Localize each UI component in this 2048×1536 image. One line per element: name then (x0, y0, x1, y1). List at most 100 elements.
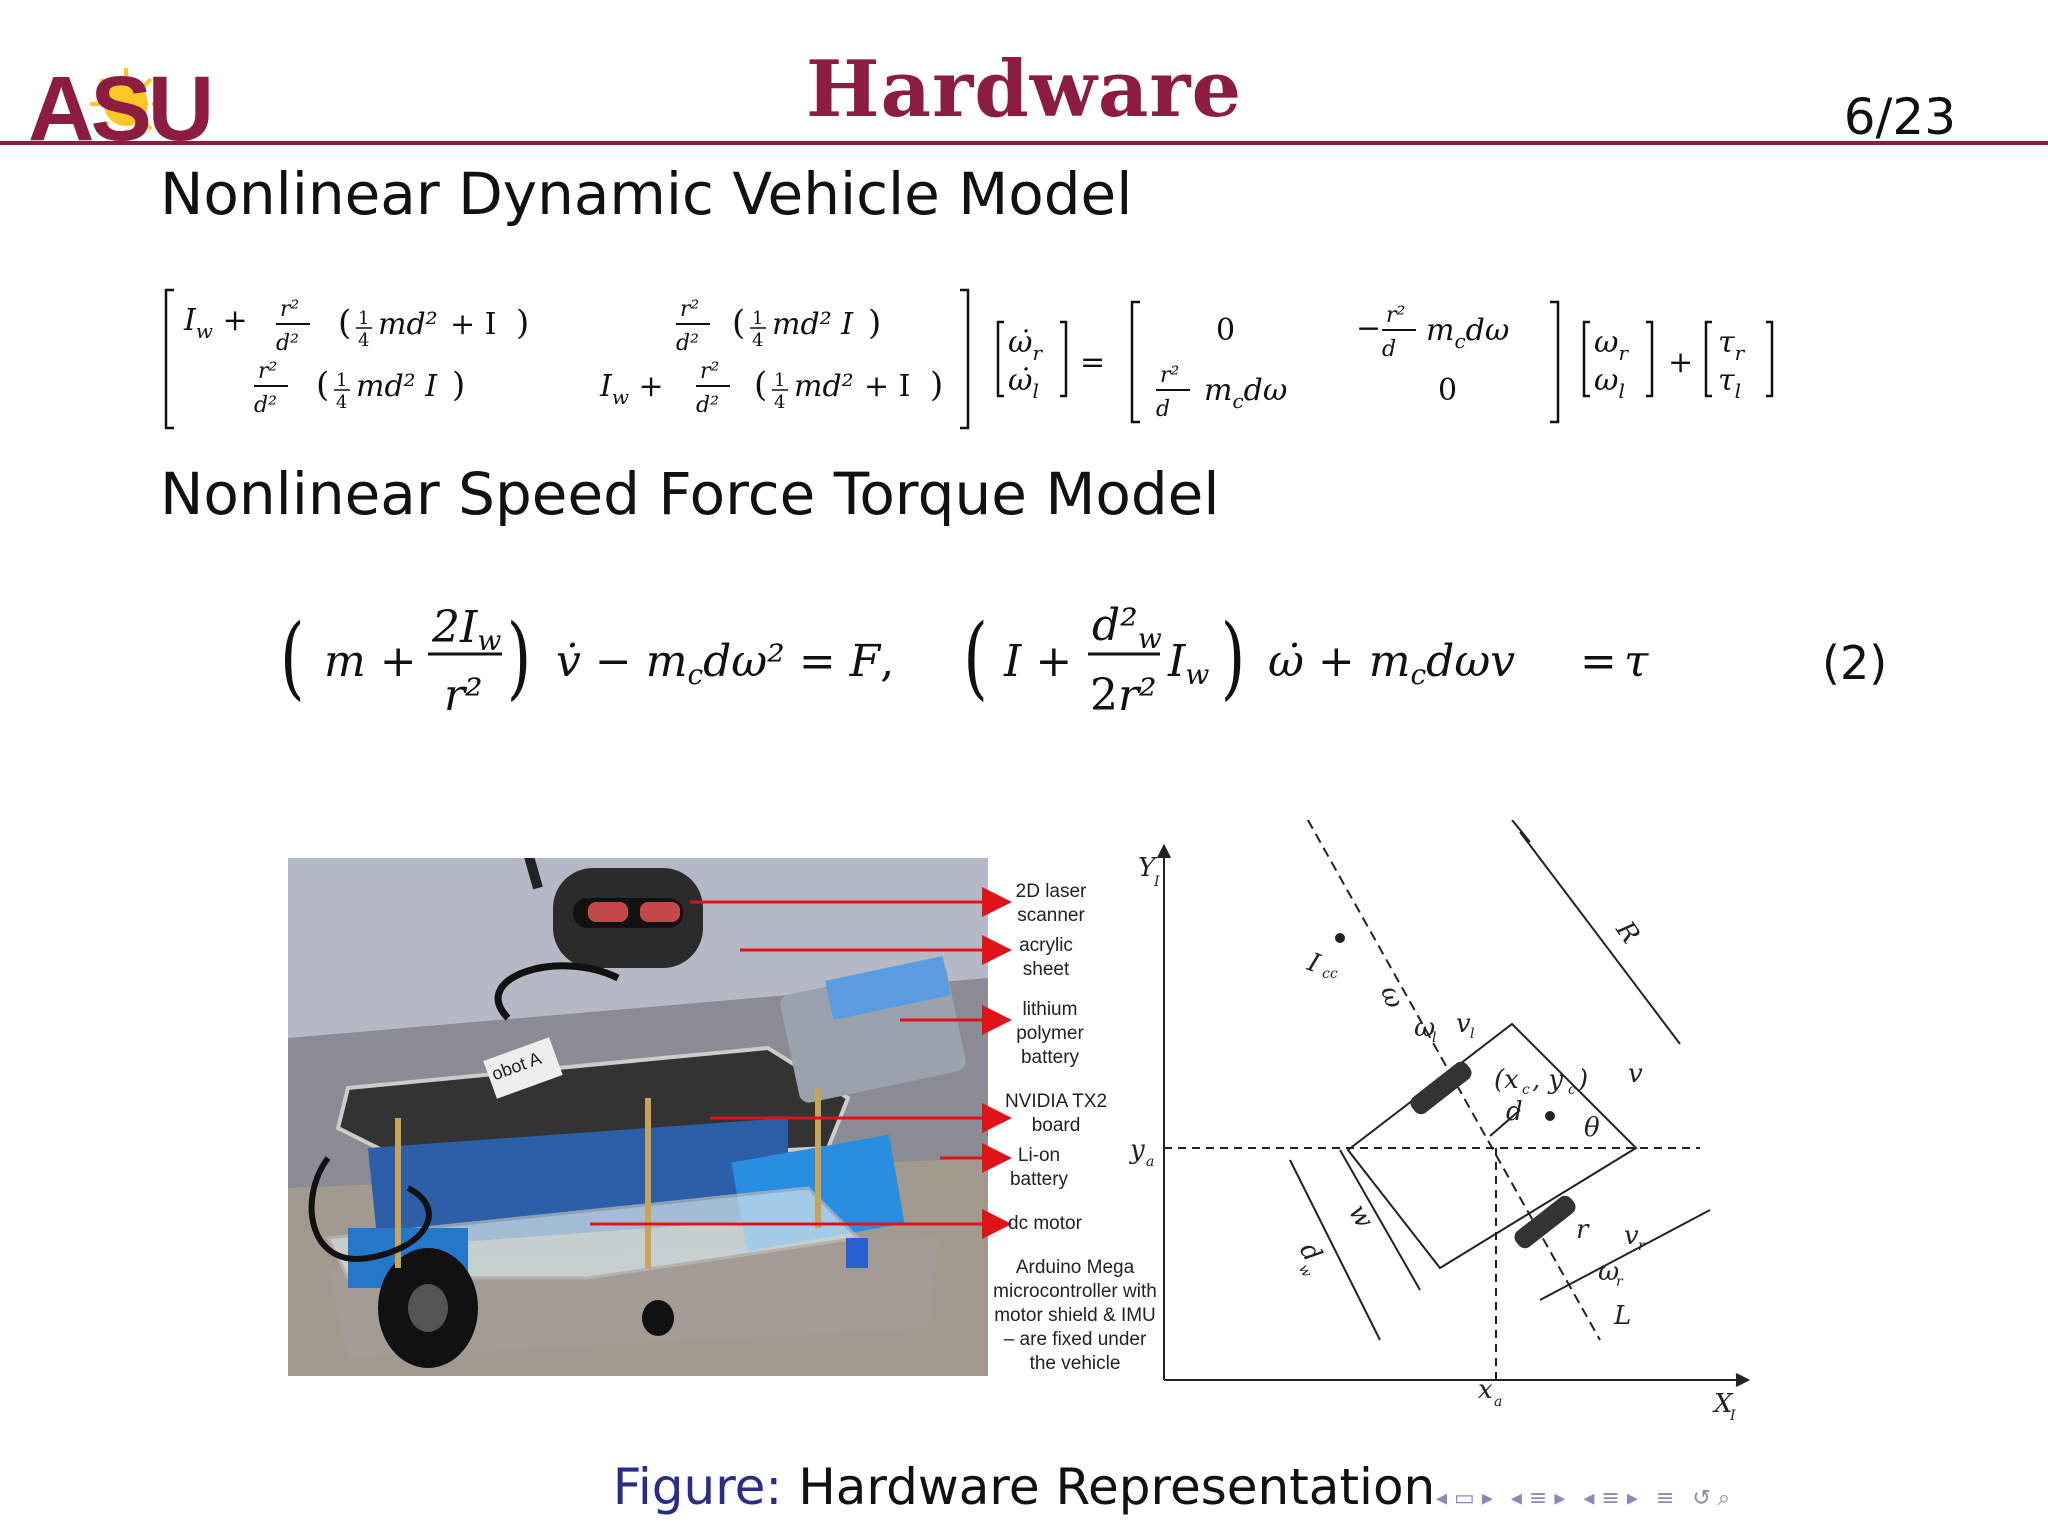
svg-text:v: v (1628, 1059, 1643, 1089)
svg-text:ω: ω (1598, 1257, 1619, 1287)
svg-text:, y: , y (1532, 1065, 1564, 1095)
svg-text:ASU: ASU (28, 62, 210, 148)
svg-text:I: I (1153, 874, 1160, 890)
svg-text:md² I: md² I (772, 307, 854, 342)
svg-text:d: d (1382, 337, 1396, 362)
svg-text:r²: r² (280, 297, 299, 322)
svg-text:ω̇r: ω̇r (1008, 325, 1043, 365)
svg-text:l: l (1470, 1026, 1474, 1042)
svg-text:d²w: d²w (1092, 600, 1162, 655)
section-heading-dynamic-model: Nonlinear Dynamic Vehicle Model (160, 160, 1133, 228)
svg-text:θ: θ (1584, 1113, 1600, 1143)
svg-text:v: v (1624, 1221, 1639, 1251)
svg-text:a: a (1494, 1394, 1502, 1410)
svg-text:): ) (452, 365, 465, 405)
svg-text:d²: d² (696, 393, 719, 418)
svg-text:−: − (1356, 311, 1381, 346)
nav-subsection-icon[interactable]: ≡ (1655, 1486, 1675, 1511)
svg-text:2Iw: 2Iw (431, 602, 501, 657)
equation-number: (2) (1822, 636, 1888, 690)
svg-text:d²: d² (254, 393, 277, 418)
svg-text:d: d (1156, 397, 1170, 422)
label-lipo-battery: lithium polymer battery (1016, 999, 1084, 1068)
svg-text:Iw +: Iw + (183, 303, 248, 343)
svg-text:2r²: 2r² (1090, 670, 1157, 721)
beamer-navigation: ◂ ▭ ▸ ◂ ≡ ▸ ◂ ≡ ▸ ≡ ↺ ⌕ (1436, 1486, 1730, 1511)
svg-text:1: 1 (752, 308, 763, 329)
label-acrylic-sheet: acrylic sheet (1019, 935, 1073, 980)
label-arduino: Arduino Mega microcontroller with motor … (993, 1257, 1157, 1374)
svg-text:cc: cc (1322, 966, 1338, 982)
svg-text:(: ( (732, 303, 745, 343)
svg-text:4: 4 (752, 330, 763, 351)
nav-search-icon[interactable]: ↺ ⌕ (1692, 1486, 1731, 1511)
svg-text:Iw +: Iw + (599, 369, 664, 409)
svg-text:τ: τ (1624, 636, 1649, 687)
robot-photo: obot A (288, 858, 988, 1376)
svg-text:ωl: ωl (1594, 363, 1625, 403)
svg-text:ωr: ωr (1594, 325, 1629, 365)
label-nvidia-board: NVIDIA TX2 board (1004, 1091, 1108, 1136)
svg-text:4: 4 (774, 392, 785, 413)
svg-text:v̇ − mcdω² = F,: v̇ − mcdω² = F, (556, 636, 894, 691)
svg-text:m +: m + (324, 636, 417, 687)
svg-text:(: ( (280, 606, 305, 710)
svg-text:md²: md² (378, 307, 438, 342)
caption-label: Figure: (612, 1458, 783, 1516)
svg-text:I: I (1303, 947, 1325, 979)
nav-first-icon[interactable]: ◂ ▭ ▸ (1436, 1486, 1493, 1511)
svg-text:r²: r² (444, 670, 483, 721)
svg-text:r²: r² (258, 359, 277, 384)
svg-text:(: ( (316, 365, 329, 405)
svg-text:+ I: + I (450, 307, 497, 342)
svg-text:ω̇l: ω̇l (1008, 363, 1039, 403)
svg-text:=: = (1080, 345, 1105, 380)
svg-text:): ) (930, 365, 943, 405)
svg-text:l: l (1432, 1030, 1436, 1046)
svg-text:c: c (1522, 1082, 1530, 1098)
speed-force-torque-equation: ( m + 2Iw r² ) v̇ − mcdω² = F, ( I + d²w… (280, 600, 1649, 721)
svg-text:4: 4 (358, 330, 369, 351)
svg-text:(: ( (754, 365, 767, 405)
dynamic-model-equation: Iw + r² d² ( 14 md²+ I ) r² d² ( 14 md² … (164, 288, 1774, 430)
svg-text:Y: Y (1138, 853, 1158, 883)
svg-text:X: X (1712, 1389, 1734, 1419)
svg-text:τl: τl (1718, 363, 1741, 403)
nav-section-icon[interactable]: ◂ ≡ ▸ (1583, 1486, 1638, 1511)
svg-text:I: I (1729, 1408, 1736, 1424)
svg-text:w: w (1295, 1262, 1315, 1280)
svg-text:Iw: Iw (1167, 636, 1209, 691)
svg-text:ω: ω (1414, 1013, 1435, 1043)
svg-text:): ) (516, 303, 529, 343)
svg-text:r: r (1638, 1238, 1646, 1254)
svg-text:v: v (1456, 1009, 1471, 1039)
svg-text:r²: r² (680, 297, 699, 322)
svg-text:ω: ω (1374, 982, 1409, 1012)
section-heading-speed-force-model: Nonlinear Speed Force Torque Model (160, 460, 1220, 528)
svg-text:=: = (1580, 636, 1617, 687)
svg-text:r: r (1616, 1274, 1624, 1290)
svg-text:y: y (1129, 1135, 1145, 1165)
label-dc-motor: dc motor (1008, 1213, 1082, 1234)
svg-text:r²: r² (1160, 363, 1179, 388)
svg-text:r²: r² (1386, 303, 1405, 328)
photo-annotation-arrows (590, 887, 1012, 1239)
svg-text:): ) (507, 606, 532, 710)
slide-title: Hardware (805, 44, 1243, 135)
header-rule (0, 141, 2048, 145)
svg-text:(: ( (963, 606, 988, 710)
nav-frame-icon[interactable]: ◂ ≡ ▸ (1510, 1486, 1566, 1511)
svg-text:md²: md² (794, 369, 854, 404)
svg-text:0: 0 (1216, 313, 1235, 348)
svg-text:w: w (1342, 1199, 1379, 1233)
svg-text:R: R (1609, 915, 1645, 949)
svg-text:d: d (1506, 1097, 1523, 1127)
svg-text:4: 4 (336, 392, 347, 413)
svg-text:L: L (1613, 1301, 1631, 1331)
svg-text:(x: (x (1494, 1065, 1519, 1095)
svg-text:d²: d² (676, 331, 699, 356)
svg-text:r: r (1576, 1215, 1590, 1245)
page-number: 6/23 (1843, 88, 1956, 146)
svg-text:1: 1 (774, 370, 785, 391)
svg-text:τr: τr (1718, 325, 1746, 365)
